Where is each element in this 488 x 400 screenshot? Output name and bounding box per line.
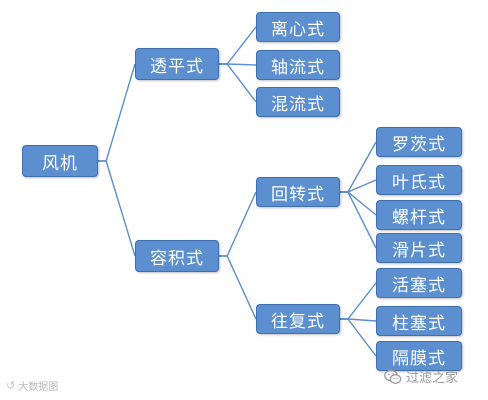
node-reciprocating: 往复式 [256,304,340,334]
node-plunger: 柱塞式 [376,306,462,336]
watermark-left: ↺ 大数据图 [6,378,58,393]
node-mixed-flow: 混流式 [256,87,340,117]
node-vane: 叶氏式 [376,165,462,195]
connector-n-g1c1-n-g1c1l2 [340,318,377,357]
connector-n-g1-n-g1c0 [219,191,257,257]
connector-n-root-n-g0 [98,63,136,162]
connector-n-g1c0-n-g1c0l0 [340,141,377,193]
node-positive-displacement: 容积式 [135,240,219,272]
node-screw: 螺杆式 [376,200,462,230]
tuchong-logo-icon: ↺ [6,379,16,392]
wechat-icon [384,369,402,384]
connector-n-g0-n-g0c0 [219,26,257,65]
node-piston: 活塞式 [376,268,462,298]
watermark-right-text: 过滤之家 [406,371,459,386]
connector-n-root-n-g1 [98,160,136,257]
connector-n-g1c0-n-g1c0l3 [340,191,377,249]
node-roots: 罗茨式 [376,127,462,157]
watermark-left-text: 大数据图 [18,382,59,393]
node-sliding-vane: 滑片式 [376,233,462,263]
connector-n-g1-n-g1c1 [219,255,257,320]
node-centrifugal: 离心式 [256,12,340,42]
connector-n-g1c0-n-g1c0l1 [340,179,377,193]
node-diaphragm: 隔膜式 [376,341,462,371]
node-fan: 风机 [22,145,98,177]
node-turbo-type: 透平式 [135,48,219,80]
node-rotary: 回转式 [256,177,340,207]
connector-n-g0-n-g0c2 [219,63,257,103]
connector-n-g1c1-n-g1c1l0 [340,282,377,320]
node-axial-flow: 轴流式 [256,50,340,80]
watermark-right: 过滤之家 [384,367,458,386]
